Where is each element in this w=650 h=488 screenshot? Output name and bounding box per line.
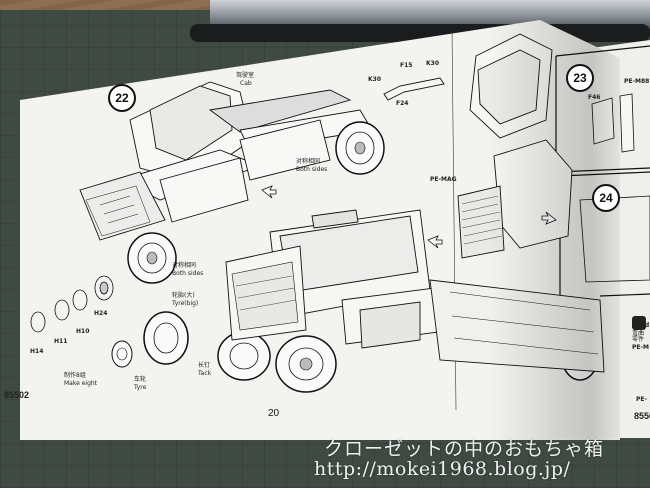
annotation-en: Bend xyxy=(632,322,650,329)
wheel-tyre-big xyxy=(143,311,189,365)
part-label: H11 xyxy=(54,338,68,345)
annotation-cn: 对称相同 xyxy=(296,158,321,165)
annotation-cn: 轮胎(大) xyxy=(172,292,195,299)
wheel-upper-right xyxy=(335,121,385,175)
wheel-mid-truck xyxy=(275,335,337,393)
right-page-parts xyxy=(579,93,650,283)
annotation-en: Both sides xyxy=(172,270,204,277)
annotation-cn: 零件 xyxy=(632,336,645,343)
annotation-en: Both sides xyxy=(296,166,328,173)
assembled-truck-drawing xyxy=(225,209,605,373)
page-number: 20 xyxy=(268,408,280,419)
part-label: K30 xyxy=(426,60,439,67)
kit-code-right: 8550 xyxy=(634,411,650,421)
part-label: F46 xyxy=(588,94,601,101)
step-number-badge: 23 xyxy=(566,64,594,92)
assembly-arrows xyxy=(261,185,557,249)
part-label: PE-M xyxy=(632,344,649,351)
annotation-cn: 长钉 xyxy=(198,362,211,369)
chassis-exploded-drawing xyxy=(79,81,373,241)
part-label: H24 xyxy=(94,310,108,317)
part-label: F15 xyxy=(400,62,413,69)
part-label: PE- xyxy=(636,396,647,403)
watermark-title: クローゼットの中のおもちゃ箱 xyxy=(324,438,605,460)
annotation-en: Cab xyxy=(240,80,252,87)
part-label: K30 xyxy=(368,76,381,83)
annotation-cn: 对称相同 xyxy=(172,262,197,269)
wheel-left xyxy=(127,232,177,284)
annotation-en: Make eight xyxy=(64,380,98,387)
kit-code-left: 85502 xyxy=(4,390,30,400)
annotation-en: Tyre(big) xyxy=(172,300,199,307)
step-number-badge: 24 xyxy=(592,184,620,212)
annotation-cn: 车轮 xyxy=(134,376,147,383)
part-label: H14 xyxy=(30,348,44,355)
annotation-en: Tack xyxy=(198,370,212,377)
annotation-cn: 驾驶室 xyxy=(236,72,255,79)
annotation-cn: 制作8组 xyxy=(64,372,86,379)
hub-small xyxy=(111,340,133,368)
cab-parts-drawing xyxy=(383,33,573,259)
annotation-en: Tyre xyxy=(134,384,147,391)
wheel-front-truck xyxy=(217,331,271,381)
part-label: PE-M88 xyxy=(624,78,650,85)
watermark-url: http://mokei1968.blog.jp/ xyxy=(314,458,571,480)
part-label: H10 xyxy=(76,328,90,335)
small-parts-row xyxy=(30,275,114,333)
part-label: PE-MAG xyxy=(430,176,457,183)
step-number-badge: 22 xyxy=(108,84,136,112)
bend-marker-icon xyxy=(632,316,646,330)
part-label: F24 xyxy=(396,100,409,107)
annotation-cn: 弯曲 xyxy=(632,330,645,337)
